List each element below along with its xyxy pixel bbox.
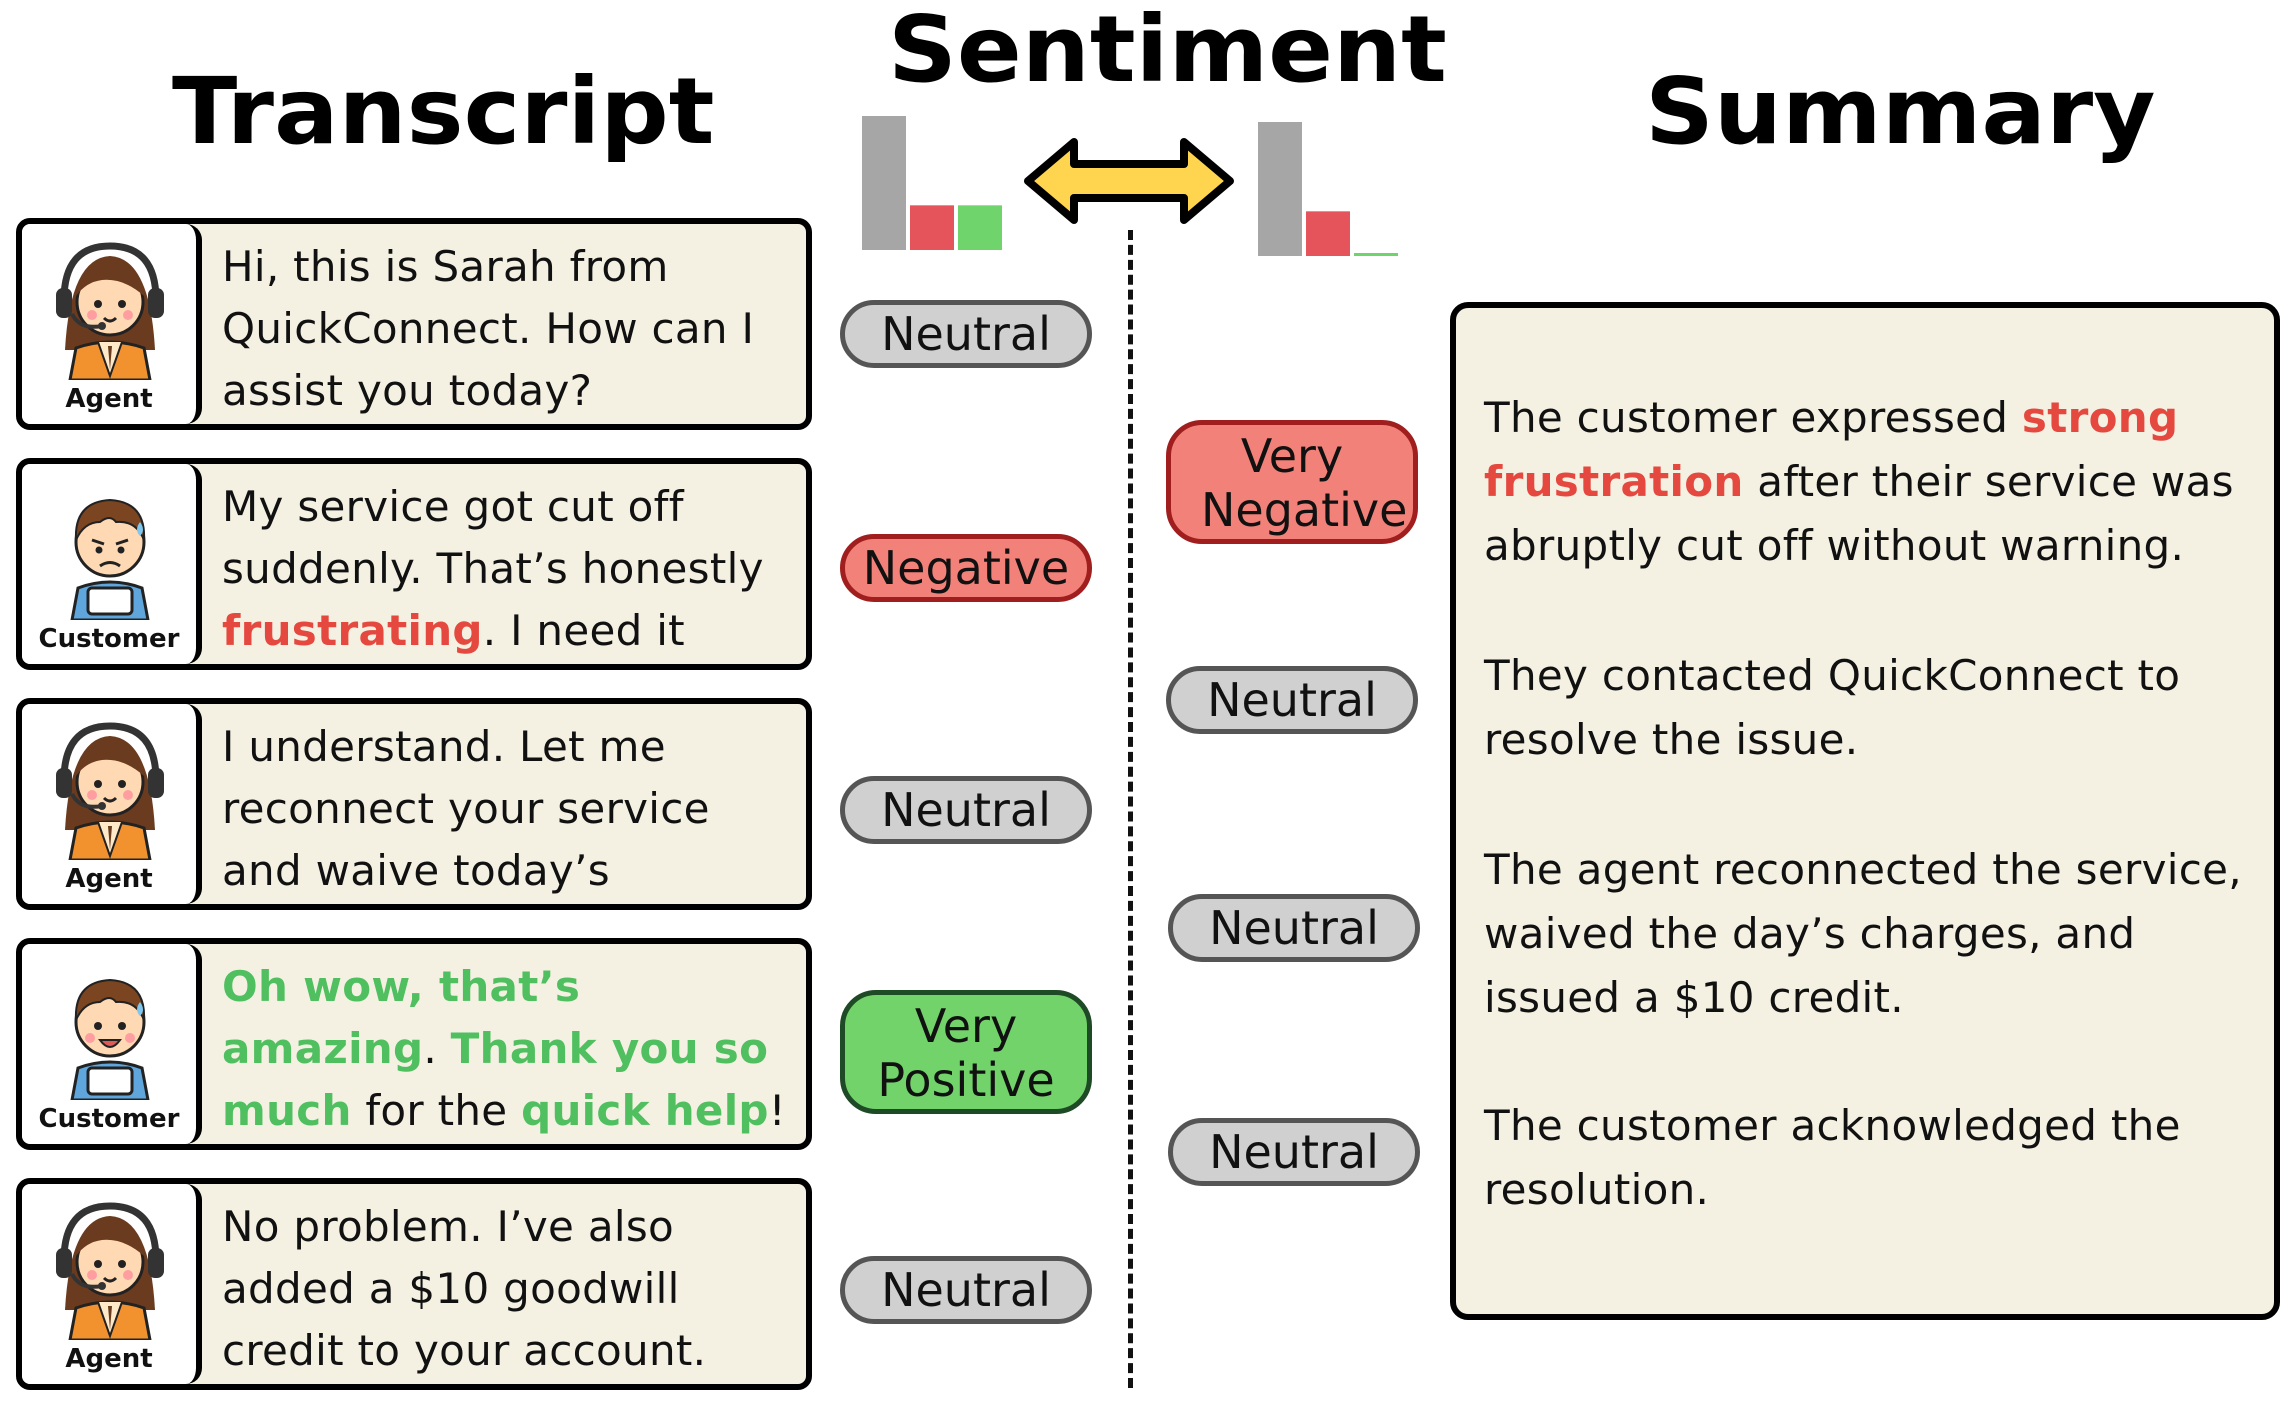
summary-paragraph: The agent reconnected the service, waive…: [1484, 838, 2264, 1030]
sentiment-pill-very-negative: Very Negative: [1166, 420, 1418, 544]
message-highlight-positive: quick help: [521, 1086, 769, 1135]
summary-paragraph: The customer expressed strong frustratio…: [1484, 386, 2264, 578]
avatar-panel: Customer: [22, 464, 202, 664]
summary-paragraph: They contacted QuickConnect to resolve t…: [1484, 644, 2264, 772]
sentiment-pill-very-positive: Very Positive: [840, 990, 1092, 1114]
message-highlight-positive: Thank you so much: [222, 1024, 769, 1135]
message-segment: I understand. Let me reconnect your serv…: [222, 722, 710, 895]
summary-segment: after their service was abruptly cut off…: [1484, 457, 2234, 570]
speaker-role-label: Agent: [65, 384, 153, 414]
compare-arrow-icon: [1024, 138, 1234, 224]
transcript-turn: Customer Oh wow, that’s amazing. Thank y…: [16, 938, 812, 1150]
summary-heading: Summary: [1645, 58, 2156, 165]
summary-segment: The agent reconnected the service, waive…: [1484, 845, 2242, 1022]
happy-customer-icon: [70, 978, 150, 1100]
message-highlight-positive: Oh wow, that’s amazing: [222, 962, 581, 1073]
message-segment: .: [423, 1024, 451, 1073]
message-highlight-negative: frustrating: [222, 606, 483, 655]
agent-headset-icon: [56, 1202, 164, 1340]
bar-negative: [910, 205, 954, 250]
avatar-panel: Agent: [22, 1184, 202, 1384]
bar-negative: [1306, 211, 1350, 256]
bar-positive: [1354, 253, 1398, 256]
divider-dashed-line: [1128, 230, 1133, 1388]
message-segment: for the: [351, 1086, 522, 1135]
sentiment-pill-neutral: Neutral: [1168, 894, 1420, 962]
speaker-role-label: Customer: [38, 624, 180, 654]
summary-highlight-negative: strong frustration: [1484, 393, 2179, 506]
transcript-turn: Agent Hi, this is Sarah from QuickConnec…: [16, 218, 812, 430]
message-text: Hi, this is Sarah from QuickConnect. How…: [222, 236, 792, 422]
summary-panel: The customer expressed strong frustratio…: [1450, 302, 2280, 1320]
sentiment-pill-neutral: Neutral: [840, 300, 1092, 368]
transcript-turn: Customer My service got cut off suddenly…: [16, 458, 812, 670]
summary-segment: The customer acknowledged the resolution…: [1484, 1101, 2181, 1214]
agent-headset-icon: [56, 722, 164, 860]
speaker-role-label: Customer: [38, 1104, 180, 1134]
bar-neutral: [1258, 122, 1302, 256]
avatar-panel: Agent: [22, 224, 202, 424]
message-segment: Hi, this is Sarah from QuickConnect. How…: [222, 242, 755, 415]
transcript-heading: Transcript: [172, 58, 715, 165]
sentiment-pill-neutral: Neutral: [1166, 666, 1418, 734]
transcript-turn: Agent No problem. I’ve also added a $10 …: [16, 1178, 812, 1390]
avatar-panel: Customer: [22, 944, 202, 1144]
summary-segment: They contacted QuickConnect to resolve t…: [1484, 651, 2181, 764]
sentiment-pill-negative: Negative: [840, 534, 1092, 602]
frustrated-customer-icon: [70, 498, 150, 620]
sentiment-pill-neutral: Neutral: [1168, 1118, 1420, 1186]
message-text: I understand. Let me reconnect your serv…: [222, 716, 792, 904]
sentiment-pill-neutral: Neutral: [840, 776, 1092, 844]
transcript-turn: Agent I understand. Let me reconnect you…: [16, 698, 812, 910]
summary-paragraph: The customer acknowledged the resolution…: [1484, 1094, 2264, 1222]
summary-sentiment-chart: [1258, 118, 1408, 256]
bar-neutral: [862, 116, 906, 250]
message-text: Oh wow, that’s amazing. Thank you so muc…: [222, 956, 792, 1142]
message-segment: !: [768, 1086, 786, 1135]
sentiment-heading: Sentiment: [888, 0, 1447, 103]
speaker-role-label: Agent: [65, 864, 153, 894]
message-segment: . I need it fixed.: [482, 606, 685, 655]
summary-segment: The customer expressed: [1484, 393, 2022, 442]
speaker-role-label: Agent: [65, 1344, 153, 1374]
avatar-panel: Agent: [22, 704, 202, 904]
bar-positive: [958, 205, 1002, 250]
sentiment-pill-neutral: Neutral: [840, 1256, 1092, 1324]
message-segment: My service got cut off suddenly. That’s …: [222, 482, 764, 593]
message-segment: No problem. I’ve also added a $10 goodwi…: [222, 1202, 707, 1375]
transcript-sentiment-chart: [862, 112, 1012, 250]
message-text: My service got cut off suddenly. That’s …: [222, 476, 792, 664]
agent-headset-icon: [56, 242, 164, 380]
message-text: No problem. I’ve also added a $10 goodwi…: [222, 1196, 792, 1382]
